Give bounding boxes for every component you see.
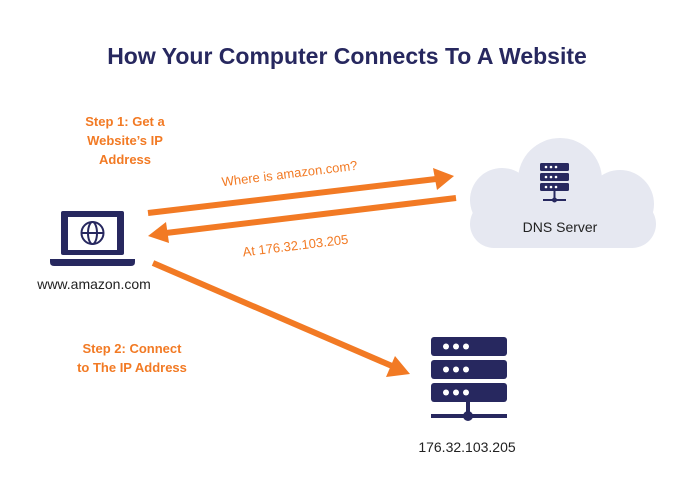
dns-server-label: DNS Server bbox=[523, 219, 598, 235]
step2-line-1: Step 2: Connect bbox=[83, 341, 183, 356]
arrow-query bbox=[147, 168, 454, 216]
server-ip-label: 176.32.103.205 bbox=[418, 439, 516, 455]
globe-icon bbox=[80, 221, 105, 245]
laptop-icon bbox=[50, 211, 135, 266]
dns-server-icon bbox=[540, 163, 569, 203]
step1-label: Step 1: Get a Website’s IP Address bbox=[85, 114, 165, 167]
diagram-title: How Your Computer Connects To A Website bbox=[107, 43, 587, 69]
step2-line-2: to The IP Address bbox=[77, 360, 187, 375]
arrow-reply-label: At 176.32.103.205 bbox=[242, 232, 349, 260]
step1-line-2: Website’s IP bbox=[87, 133, 163, 148]
cloud-icon bbox=[470, 138, 656, 248]
step1-line-3: Address bbox=[99, 152, 151, 167]
step1-line-1: Step 1: Get a bbox=[85, 114, 165, 129]
server-icon bbox=[431, 337, 507, 421]
step2-label: Step 2: Connect to The IP Address bbox=[77, 341, 187, 375]
arrow-query-label: Where is amazon.com? bbox=[221, 158, 358, 190]
arrow-connect bbox=[151, 260, 410, 377]
arrow-reply bbox=[148, 195, 457, 243]
laptop-label: www.amazon.com bbox=[36, 276, 151, 292]
